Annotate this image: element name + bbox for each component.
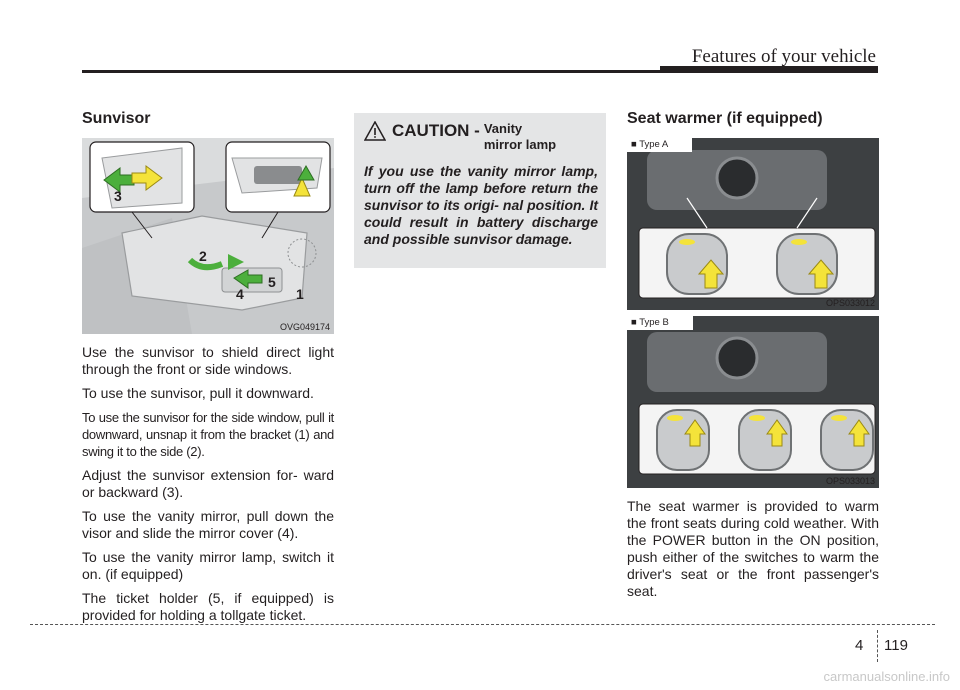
- caution-subject: Vanity: [483, 121, 523, 136]
- sunvisor-figure: 3 2 5 4 1 OVG049174: [82, 138, 334, 334]
- seat-warmer-section: Seat warmer (if equipped) ■ Type A OPS03…: [627, 110, 879, 607]
- callout-4: 4: [236, 286, 244, 302]
- caution-label: CAUTION -: [392, 121, 480, 140]
- type-b-label: ■ Type B: [627, 316, 693, 330]
- sunvisor-paragraph: Use the sunvisor to shield direct light …: [82, 344, 334, 377]
- caution-text: If you use the vanity mirror lamp, turn …: [364, 163, 598, 247]
- callout-3: 3: [114, 188, 122, 204]
- caution-subject-line2: mirror lamp: [483, 137, 557, 152]
- header-rule-accent: [660, 66, 878, 72]
- sunvisor-title: Sunvisor: [82, 110, 151, 127]
- type-a-label: ■ Type A: [627, 138, 693, 152]
- callout-5: 5: [268, 274, 276, 290]
- footer-rule: [30, 624, 935, 625]
- seat-warmer-paragraph: The seat warmer is provided to warm the …: [627, 498, 879, 599]
- sunvisor-paragraph: To use the vanity mirror lamp, switch it…: [82, 549, 334, 582]
- seat-warmer-illustration-b: [627, 316, 879, 488]
- sunvisor-paragraph: Adjust the sunvisor extension for- ward …: [82, 467, 334, 500]
- warning-triangle-icon: [364, 121, 386, 141]
- header-title: Features of your vehicle: [691, 46, 876, 67]
- figure-code: OPS033012: [825, 298, 875, 308]
- footer-divider: [877, 630, 878, 662]
- figure-code: OPS033013: [825, 476, 875, 486]
- sunvisor-paragraph: To use the sunvisor, pull it downward.: [82, 385, 314, 401]
- seat-warmer-title: Seat warmer (if equipped): [627, 110, 823, 127]
- seat-warmer-figure-type-a: ■ Type A OPS033012: [627, 138, 879, 310]
- caution-box: CAUTION - Vanity mirror lamp If you use …: [354, 113, 606, 268]
- sunvisor-section: Sunvisor 3 2 5: [82, 110, 334, 631]
- seat-warmer-illustration-a: [627, 138, 879, 310]
- callout-2: 2: [199, 248, 207, 264]
- header-rule: [82, 70, 878, 73]
- figure-code: OVG049174: [279, 322, 330, 332]
- sunvisor-illustration: [82, 138, 334, 334]
- page-number: 119: [884, 637, 908, 654]
- watermark: carmanualsonline.info: [823, 669, 950, 684]
- sunvisor-paragraph: To use the vanity mirror, pull down the …: [82, 508, 334, 541]
- chapter-number: 4: [855, 637, 864, 654]
- callout-1: 1: [296, 286, 304, 302]
- sunvisor-paragraph: The ticket holder (5, if equipped) is pr…: [82, 590, 334, 623]
- sunvisor-paragraph: To use the sunvisor for the side window,…: [82, 410, 334, 459]
- seat-warmer-figure-type-b: ■ Type B OPS033013: [627, 316, 879, 488]
